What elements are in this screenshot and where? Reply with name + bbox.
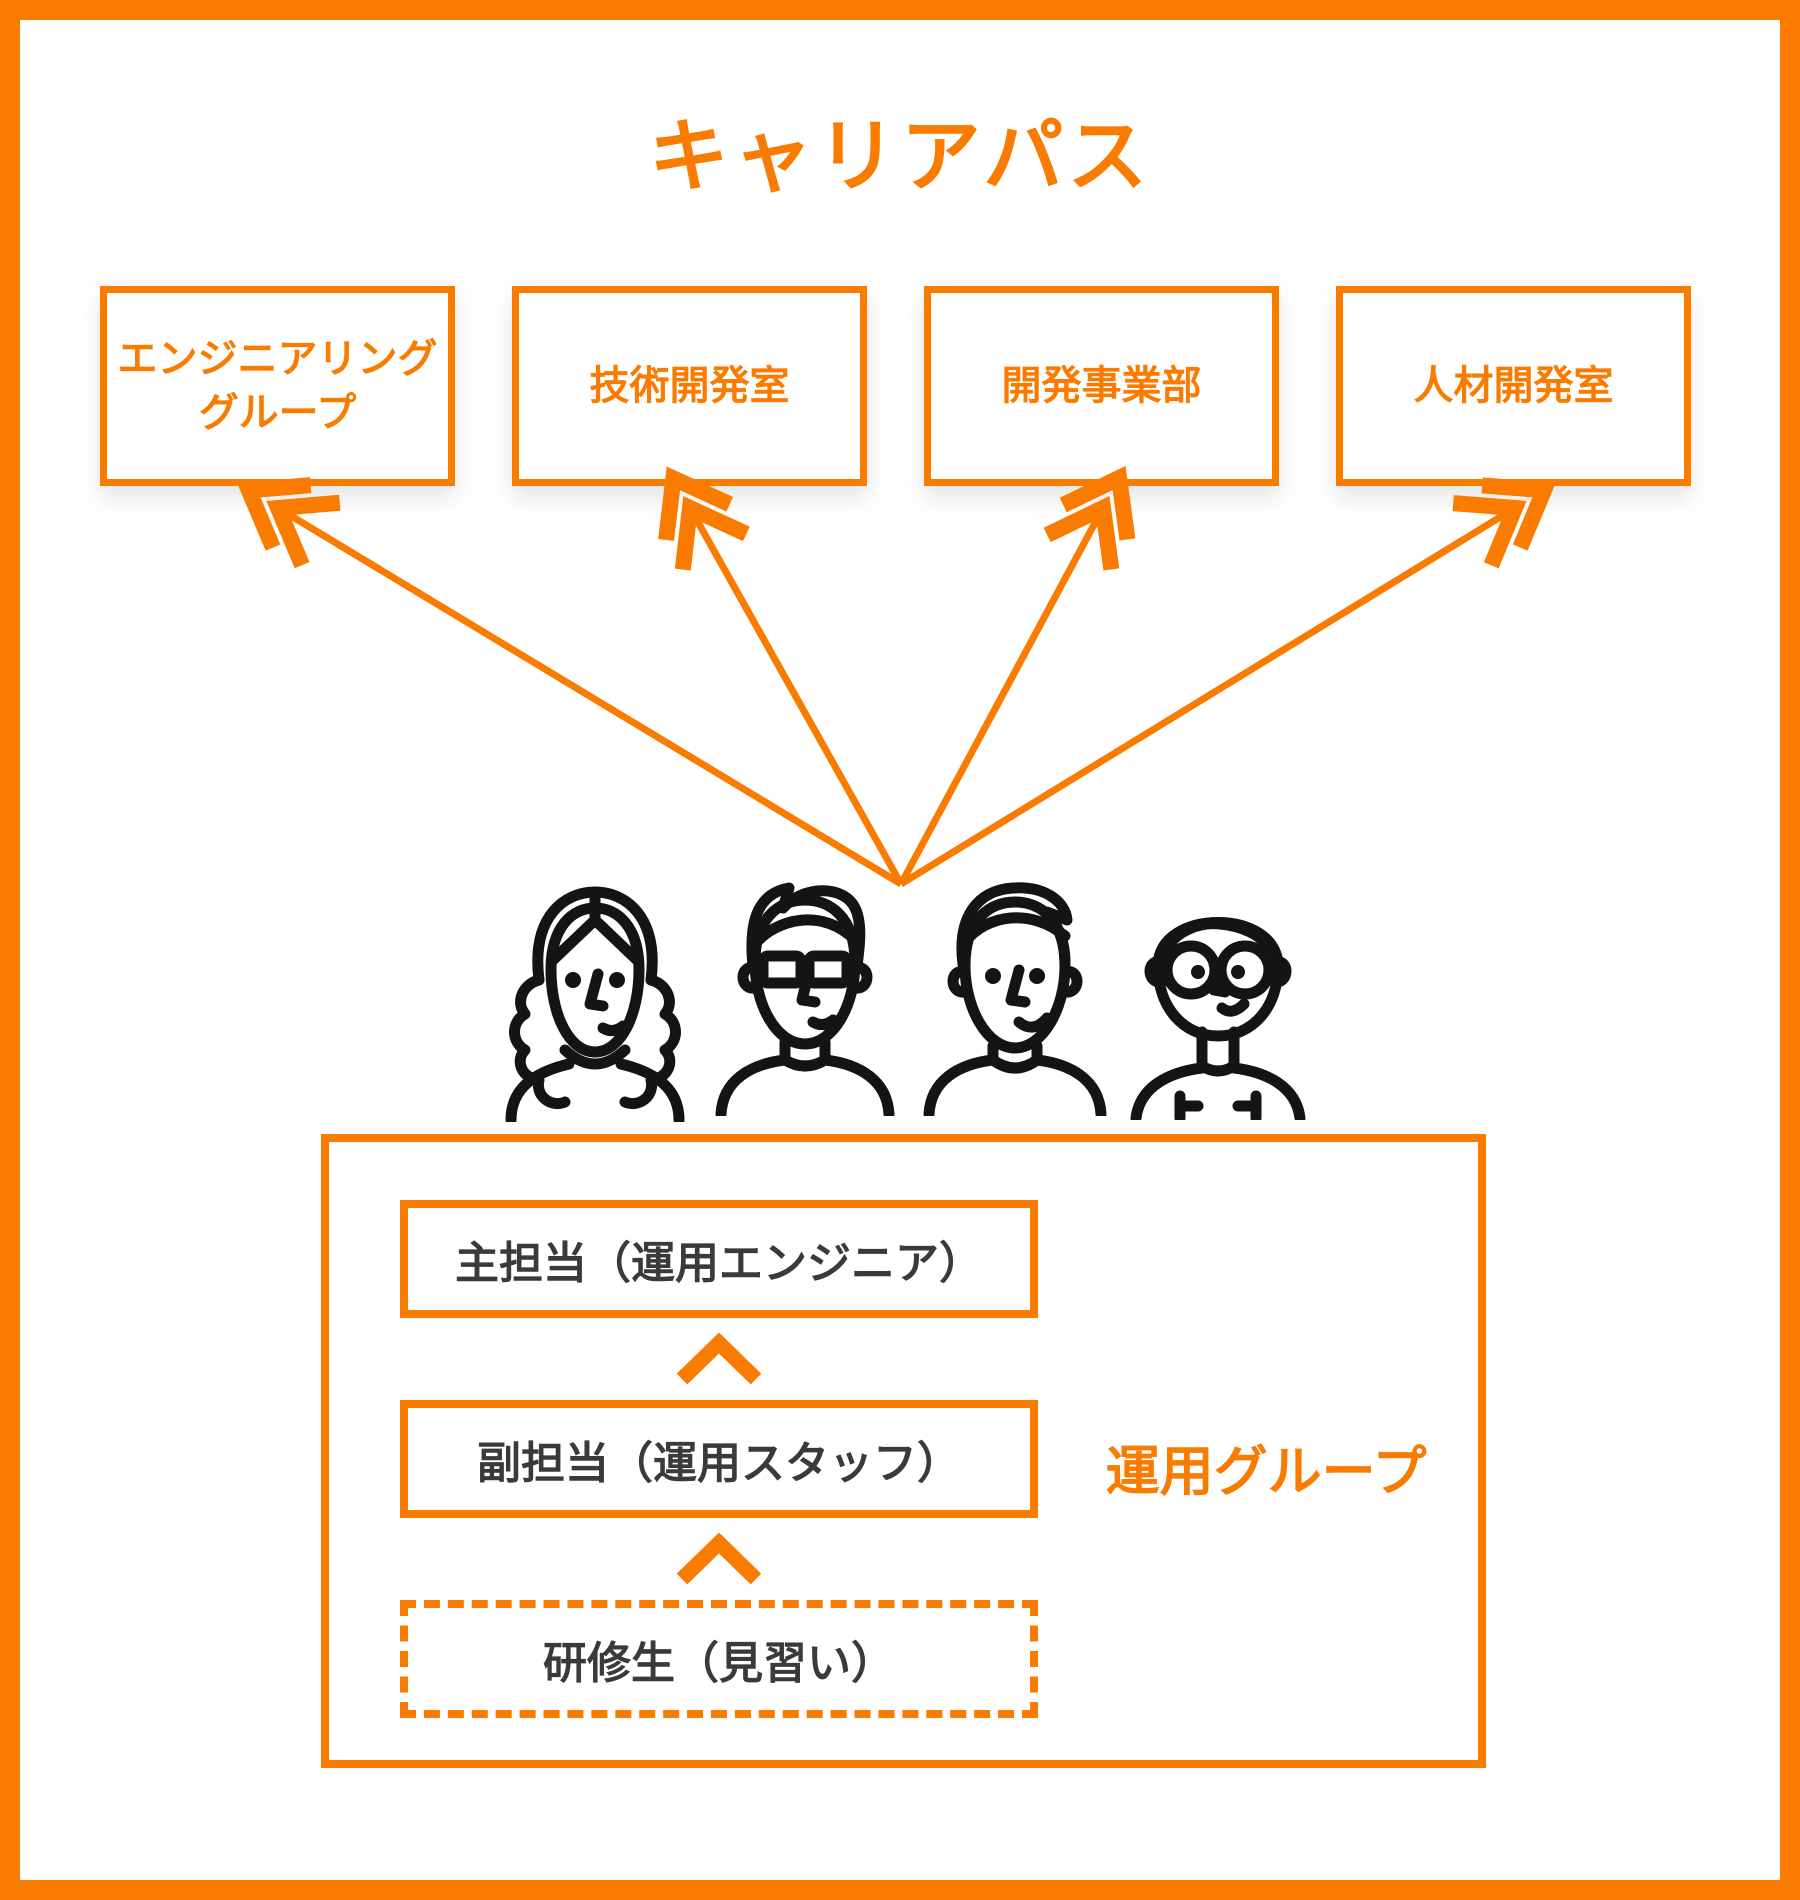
department-row: エンジニアリンググループ 技術開発室 開発事業部 人材開発室 [100,286,1691,486]
department-box-hr-development: 人材開発室 [1336,286,1691,486]
operation-group-box: 主担当（運用エンジニア） 副担当（運用スタッフ） 研修生（見習い） 運用グループ [321,1134,1486,1768]
level-label: 主担当（運用エンジニア） [455,1239,983,1288]
chevron-up-icon [676,1533,762,1585]
department-box-technology-development: 技術開発室 [512,286,867,486]
department-box-engineering-group: エンジニアリンググループ [100,286,455,486]
double-chevron-arrowhead-icon [237,477,312,551]
level-label: 研修生（見習い） [543,1639,895,1688]
double-chevron-arrowhead-icon [1481,477,1556,551]
career-arrow-line [899,505,1517,887]
career-arrow-line [897,506,1107,886]
double-chevron-arrowhead-icon [658,466,734,541]
level-box-lead-engineer: 主担当（運用エンジニア） [400,1200,1038,1318]
career-arrow-line [276,505,903,887]
person-round-glasses-illustration [1130,917,1306,1120]
career-arrow-line [686,506,905,886]
chevron-up-icon [676,1333,762,1385]
department-label: 人材開発室 [1413,364,1614,408]
level-box-trainee: 研修生（見習い） [400,1600,1038,1718]
double-chevron-arrowhead-icon [266,494,341,569]
department-box-development-business: 開発事業部 [924,286,1279,486]
level-box-sub-staff: 副担当（運用スタッフ） [400,1400,1038,1518]
department-label: エンジニアリンググループ [117,337,438,435]
level-label: 副担当（運用スタッフ） [477,1439,961,1488]
department-label: 開発事業部 [1001,364,1202,408]
person-glasses-man-illustration [715,882,895,1116]
double-chevron-arrowhead-icon [674,496,750,571]
person-woman-illustration [505,886,685,1122]
double-chevron-arrowhead-icon [1059,466,1136,541]
double-chevron-arrowhead-icon [1452,495,1527,569]
department-label: 技術開発室 [589,364,790,408]
operation-group-label: 運用グループ [1105,1442,1427,1502]
person-side-part-man-illustration [923,882,1107,1116]
double-chevron-arrowhead-icon [1043,496,1120,571]
page-title: キャリアパス [648,112,1152,201]
